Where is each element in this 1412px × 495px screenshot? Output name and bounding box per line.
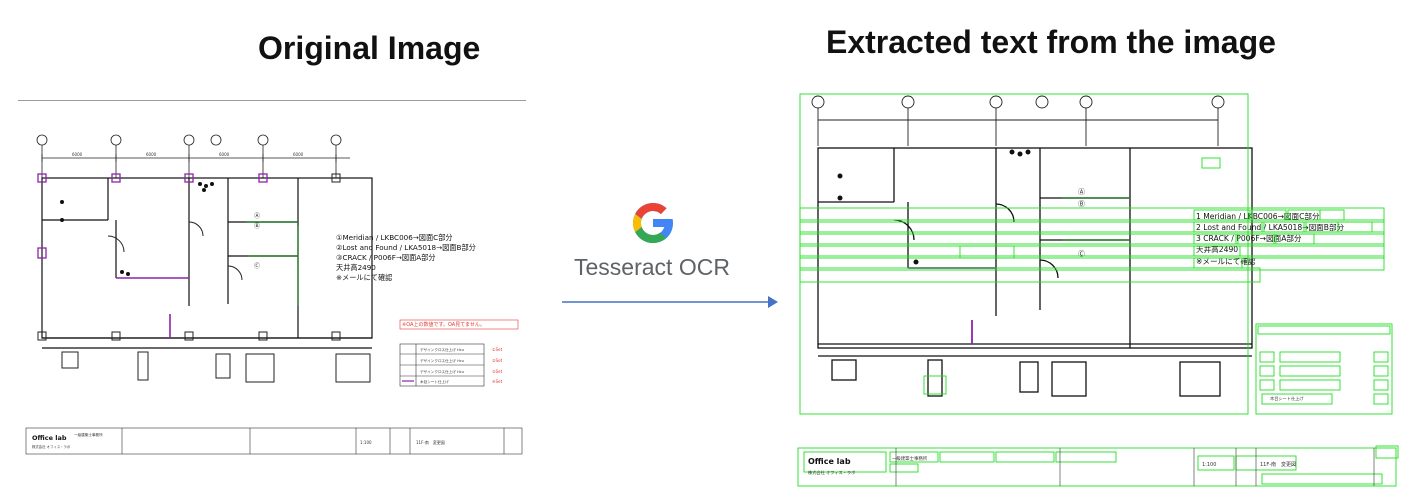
note-line-5: ※メールにて確認 — [336, 273, 392, 282]
ocr-room-label-c: Ⓒ — [1078, 250, 1085, 258]
legend-row-3-text: デザインクロス仕上げ Hcu — [420, 369, 464, 374]
ocr-note-line-1: 1 Meridian / LKBC006→図面C部分 — [1196, 211, 1320, 221]
ocr-titleblock-company: Office lab — [808, 457, 851, 466]
extracted-text-heading: Extracted text from the image — [826, 24, 1276, 60]
ocr-titleblock-firm: 一級建築士事務所 — [892, 455, 928, 462]
dimension-2: 6000 — [146, 152, 157, 157]
ocr-note-line-5: ※メールにて確認 — [1196, 256, 1256, 266]
legend-row-4-tag: ④Set — [492, 379, 503, 384]
legend-row-1-text: デザインクロス仕上げ Hcu — [420, 347, 464, 352]
legend-row-2-text: デザインクロス仕上げ Hcu — [420, 358, 464, 363]
dimension-3: 6000 — [219, 152, 230, 157]
note-line-2: ②Lost and Found / LKA5018→図面B部分 — [336, 243, 476, 252]
ocr-legend-row-4-text: 木目シート仕上げ — [1270, 395, 1304, 402]
ocr-note-line-2: 2 Lost and Found / LKA5018→図面B部分 — [1196, 222, 1345, 232]
room-label-a: Ⓐ — [254, 212, 260, 220]
legend-row-4-text: 木目シート仕上げ — [420, 379, 449, 384]
separator-line — [18, 100, 526, 101]
note-line-3: ③CRACK / P006F→図面A部分 — [336, 253, 436, 262]
google-g-icon — [633, 203, 673, 243]
original-image-heading: Original Image — [258, 30, 481, 66]
legend-row-2-tag: ②Set — [492, 358, 503, 363]
ocr-titleblock-company-jp: 株式会社 オフィス・ラボ — [808, 469, 855, 476]
ocr-note-line-3: 3 CRACK / P006F→図面A部分 — [1196, 233, 1302, 243]
legend-row-1-tag: ①Set — [492, 347, 503, 352]
dimension-4: 6000 — [293, 152, 304, 157]
flow-arrow-icon — [562, 296, 778, 308]
room-label-b: Ⓑ — [254, 222, 260, 230]
ocr-titleblock-drawing: 11F-南 変更図 — [1260, 461, 1296, 468]
dimension-1: 6000 — [72, 152, 83, 157]
ocr-note-line-4: 天井高2490 — [1196, 244, 1238, 254]
titleblock-firm: 一級建築士事務所 — [74, 432, 103, 437]
tesseract-ocr-label: Tesseract OCR — [574, 254, 730, 280]
titleblock-company: Office lab — [32, 434, 67, 442]
ocr-room-label-a: Ⓐ — [1078, 188, 1085, 196]
legend-row-3-tag: ③Set — [492, 369, 503, 374]
warning-text: ※OA上の数値です。OA見てません。 — [402, 321, 485, 328]
room-label-c: Ⓒ — [254, 262, 260, 270]
titleblock-drawing: 11F-南 変更図 — [416, 439, 445, 445]
note-line-1: ①Meridian / LKBC006→図面C部分 — [336, 233, 453, 242]
titleblock-scale: 1:100 — [360, 440, 372, 445]
note-line-4: 天井高2490 — [336, 263, 376, 272]
ocr-result-floor-plan: Ⓐ Ⓑ Ⓒ 1 Meridian / LKBC006→図面C部分 2 Lost … — [797, 93, 1399, 487]
ocr-titleblock-scale: 1:100 — [1202, 462, 1216, 468]
titleblock-company-jp: 株式会社 オフィス・ラボ — [32, 444, 71, 449]
original-floor-plan: 6000 6000 6000 6000 — [25, 134, 523, 455]
ocr-room-label-b: Ⓑ — [1078, 200, 1085, 208]
